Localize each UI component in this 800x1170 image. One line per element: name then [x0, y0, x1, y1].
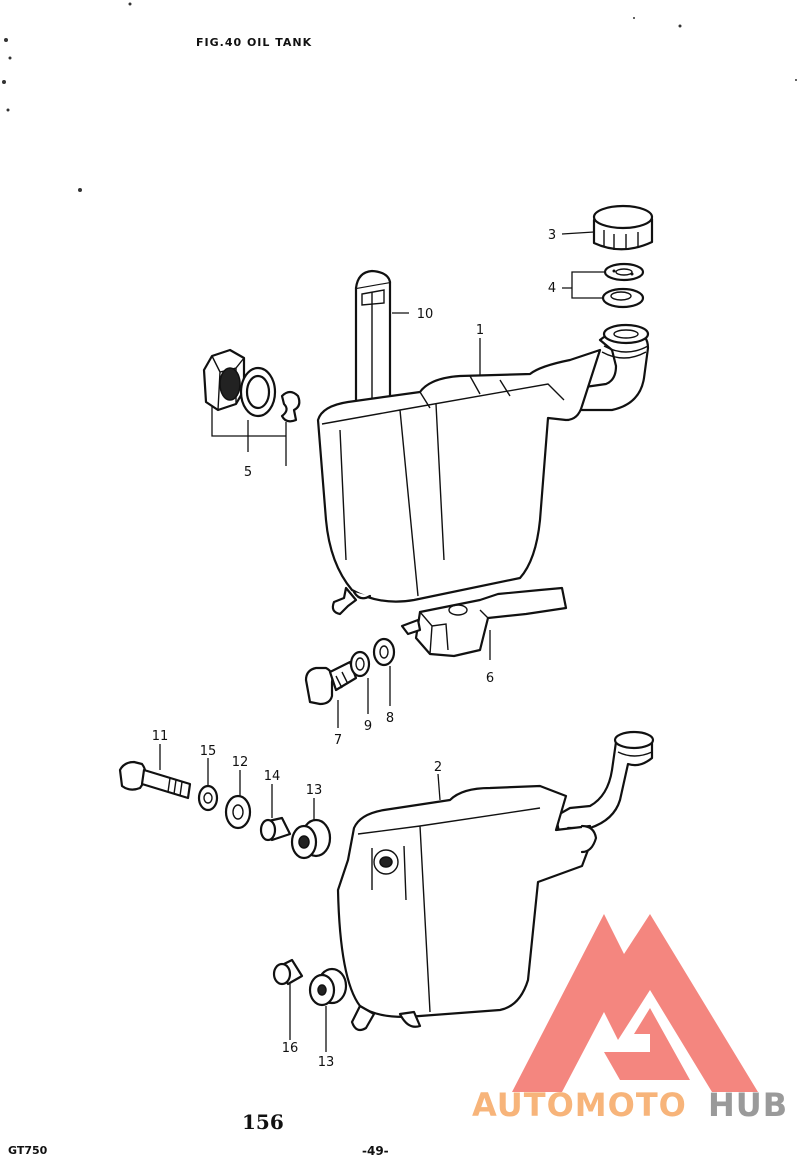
callout-4: 4	[548, 281, 556, 296]
watermark-text: AUTOMOTO HUB	[472, 1086, 788, 1124]
part-11-bolt	[118, 760, 192, 800]
part-9-lockwasher	[349, 650, 371, 678]
sheet-number: -49-	[362, 1144, 389, 1158]
part-1-oil-tank	[316, 323, 650, 616]
part-4-gaskets	[601, 262, 645, 309]
part-5-plug-set	[202, 348, 301, 466]
part-14-collar	[259, 816, 292, 842]
callout-1: 1	[476, 323, 484, 338]
callout-13-lower: 13	[318, 1055, 335, 1070]
callout-8: 8	[386, 711, 394, 726]
callout-11: 11	[152, 729, 169, 744]
leader-lines	[159, 231, 604, 1052]
part-6-bracket	[400, 586, 568, 658]
callout-5: 5	[244, 465, 252, 480]
callout-6: 6	[486, 671, 494, 686]
part-8-washer	[372, 637, 396, 667]
part-3-cap	[592, 204, 654, 251]
callout-7: 7	[334, 733, 342, 748]
figure-title: FIG.40 OIL TANK	[196, 36, 313, 49]
callout-14: 14	[264, 769, 281, 784]
callout-16: 16	[282, 1041, 299, 1056]
part-13-grommet-lower	[308, 967, 348, 1007]
callout-10: 10	[417, 307, 434, 322]
callout-9: 9	[364, 719, 372, 734]
callout-13: 13	[306, 783, 323, 798]
callout-12: 12	[232, 755, 249, 770]
part-16-collar	[272, 958, 304, 986]
callout-labels: 1 2 3 4 5 6 7 8 9 10 11 12 13 13 14 15 1…	[152, 228, 556, 1070]
part-2-oil-tank	[336, 730, 655, 1032]
model-code: GT750	[8, 1144, 48, 1157]
part-15-washer	[197, 784, 219, 812]
scan-specks	[2, 2, 797, 192]
part-10-strap	[354, 269, 392, 407]
part-7-bolt	[304, 660, 358, 706]
page-number: 156	[242, 1110, 284, 1134]
callout-15: 15	[200, 744, 217, 759]
callout-2: 2	[434, 760, 442, 775]
part-12-washer	[224, 794, 252, 830]
part-13-grommet	[290, 818, 332, 860]
watermark-logo	[512, 914, 758, 1092]
watermark-text-right: HUB	[708, 1086, 788, 1124]
callout-3: 3	[548, 228, 556, 243]
watermark-text-left: AUTOMOTO	[472, 1086, 687, 1124]
